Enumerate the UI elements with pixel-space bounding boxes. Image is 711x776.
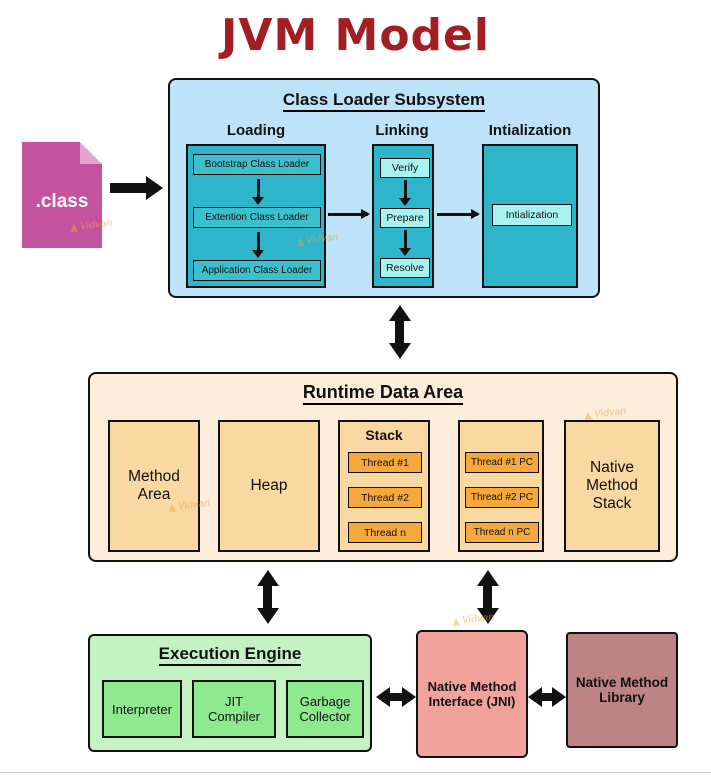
initialization-box: Intialization [492,204,572,226]
classloader-runtime-bidirectional-arrow-icon [395,321,404,343]
application-class-loader-box: Application Class Loader [193,260,321,281]
pc-thread-1-box: Thread #1 PC [465,452,539,473]
execution-engine-title-text: Execution Engine [158,644,302,666]
execution-engine-title: Execution Engine [90,644,370,666]
page-title: JVM Model [0,10,711,61]
garbage-collector-box: Garbage Collector [286,680,364,738]
watermark-logo-icon [451,616,461,626]
class-file-label: .class [35,191,89,212]
interpreter-box: Interpreter [102,680,182,738]
class-to-loader-arrow-icon [110,183,146,193]
linking-heading: Linking [375,122,429,139]
stack-box: Stack Thread #1 Thread #2 Thread n [338,420,430,552]
verify-box: Verify [380,158,430,178]
class-file-icon: .class [22,142,102,248]
stack-thread-2-box: Thread #2 [348,487,422,508]
runtime-execution-bidirectional-arrow-icon [263,586,272,608]
loading-heading: Loading [226,122,286,139]
class-loader-subsystem-panel: Class Loader Subsystem Loading Linking I… [168,78,600,298]
initialization-heading: Intialization [488,122,572,139]
native-method-interface-box: Native Method Interface (JNI) [416,630,528,758]
stack-heading: Stack [365,427,403,443]
bootstrap-class-loader-box: Bootstrap Class Loader [193,154,321,175]
jni-library-bidirectional-arrow-icon [542,693,552,701]
method-area-box: Method Area [108,420,200,552]
runtime-data-area-title-text: Runtime Data Area [302,382,464,405]
down-arrow-icon [252,232,264,258]
jit-compiler-box: JIT Compiler [192,680,276,738]
runtime-data-area-title: Runtime Data Area [90,382,676,405]
down-arrow-icon [399,230,411,256]
linking-to-initialization-arrow-icon [437,209,480,219]
execution-jni-bidirectional-arrow-icon [390,693,402,701]
runtime-jni-bidirectional-arrow-icon [483,586,492,608]
page-title-text: JVM Model [221,10,490,61]
class-loader-subsystem-title: Class Loader Subsystem [170,90,598,112]
resolve-box: Resolve [380,258,430,278]
native-method-stack-box: Native Method Stack [564,420,660,552]
native-method-library-box: Native Method Library [566,632,678,748]
prepare-box: Prepare [380,208,430,228]
loading-to-linking-arrow-icon [328,209,370,219]
class-loader-subsystem-title-text: Class Loader Subsystem [282,90,486,112]
pc-thread-2-box: Thread #2 PC [465,487,539,508]
heap-box: Heap [218,420,320,552]
stack-thread-n-box: Thread n [348,522,422,543]
down-arrow-icon [252,179,264,205]
down-arrow-icon [399,180,411,206]
runtime-data-area-panel: Runtime Data Area Method Area Heap Stack… [88,372,678,562]
pc-thread-n-box: Thread n PC [465,522,539,543]
extension-class-loader-box: Extention Class Loader [193,207,321,228]
stack-thread-1-box: Thread #1 [348,452,422,473]
bottom-divider [0,772,711,773]
pc-register-box: Thread #1 PC Thread #2 PC Thread n PC [458,420,544,552]
execution-engine-panel: Execution Engine Interpreter JIT Compile… [88,634,372,752]
initialization-panel: Intialization [482,144,578,288]
linking-panel: Verify Prepare Resolve [372,144,434,288]
loading-panel: Bootstrap Class Loader Extention Class L… [186,144,326,288]
